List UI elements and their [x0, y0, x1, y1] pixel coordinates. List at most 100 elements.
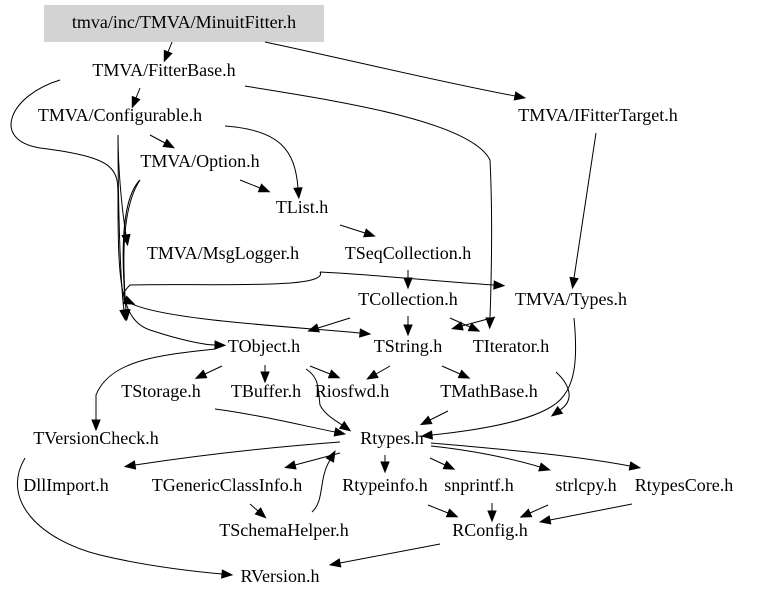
node-rtypeinfo[interactable]: Rtypeinfo.h	[342, 475, 428, 495]
edge-tstring-to-riosfwd	[375, 365, 391, 375]
edge-rconfig-to-rversion-arrowhead	[328, 558, 342, 568]
edge-rtypes-to-strlcpy	[430, 445, 541, 468]
node-ifittertarget[interactable]: TMVA/IFitterTarget.h	[518, 105, 678, 125]
edge-strlcpy-to-rconfig-arrowhead	[519, 508, 533, 518]
edge-option-to-tobject	[123, 179, 141, 311]
edge-msglogger-to-tobject	[122, 271, 321, 301]
node-msglogger[interactable]: TMVA/MsgLogger.h	[147, 243, 299, 263]
edge-tschemahelper-to-rtypes	[311, 459, 331, 513]
node-titerator[interactable]: TIterator.h	[473, 336, 549, 356]
edge-types-to-rtypes	[431, 317, 577, 436]
node-tobject[interactable]: TObject.h	[228, 336, 300, 356]
edge-configurable-to-tlist-arrowhead	[293, 187, 303, 200]
edge-option-to-tobject-arrowhead	[121, 309, 131, 322]
node-rtypes[interactable]: Rtypes.h	[360, 428, 424, 448]
edge-rtypes-to-snprintf-arrowhead	[442, 460, 456, 470]
edge-tseqcollection-to-tcollection-arrowhead	[403, 277, 413, 290]
edge-tcollection-to-titerator-arrowhead	[467, 322, 481, 332]
edge-types-to-titerator-arrowhead	[451, 321, 464, 331]
node-rtypescore[interactable]: RtypesCore.h	[635, 475, 734, 495]
edge-tstring-to-tmathbase	[441, 365, 461, 375]
edge-rtypes-to-rtypeinfo-arrowhead	[380, 461, 390, 474]
edge-tobject-to-tbuffer-arrowhead	[260, 371, 270, 384]
edge-tschemahelper-to-rtypes-arrowhead	[325, 450, 336, 463]
edge-fitterbase-to-configurable-arrowhead	[131, 95, 141, 109]
node-root[interactable]: tmva/inc/TMVA/MinuitFitter.h	[72, 12, 296, 32]
edge-tmathbase-to-rtypes	[429, 410, 449, 421]
edge-tcollection-to-tobject-arrowhead	[307, 323, 320, 333]
edge-fitterbase-to-tobject	[10, 79, 216, 346]
node-tversioncheck[interactable]: TVersionCheck.h	[33, 428, 158, 448]
edge-tversioncheck-to-rversion	[17, 457, 223, 575]
edge-tcollection-to-tobject	[317, 317, 351, 329]
edge-rconfig-to-rversion	[339, 543, 441, 564]
edge-snprintf-to-rconfig-arrowhead	[487, 510, 497, 523]
edge-tobject-to-tversioncheck-arrowhead	[91, 419, 101, 432]
edge-rtypes-to-dllimport	[134, 441, 341, 466]
node-option[interactable]: TMVA/Option.h	[140, 151, 259, 171]
edge-tobject-to-rtypes	[305, 368, 343, 426]
node-tbuffer[interactable]: TBuffer.h	[231, 381, 301, 401]
edge-fitterbase-to-tobject-arrowhead	[214, 340, 227, 350]
node-fitterbase[interactable]: TMVA/FitterBase.h	[92, 60, 235, 80]
node-tstorage[interactable]: TStorage.h	[121, 381, 200, 401]
edge-root-to-fitterbase-arrowhead	[163, 49, 173, 63]
edge-tobject-to-riosfwd	[309, 365, 331, 375]
edge-tobject-to-tstorage-arrowhead	[194, 369, 208, 379]
edge-option-to-tlist	[239, 179, 261, 189]
edge-rtypescore-to-rconfig-arrowhead	[538, 515, 552, 525]
edge-tstring-to-riosfwd-arrowhead	[366, 369, 379, 380]
edge-tversioncheck-to-rversion-arrowhead	[221, 569, 234, 579]
edge-fitterbase-to-configurable	[135, 87, 141, 99]
edge-fitterbase-to-titerator	[244, 85, 492, 319]
edge-rtypes-to-rtypescore-arrowhead	[628, 461, 642, 471]
edge-rtypes-to-dllimport-arrowhead	[123, 460, 137, 470]
node-tgenericclassinfo[interactable]: TGenericClassInfo.h	[152, 475, 302, 495]
edge-configurable-to-tlist	[224, 125, 299, 189]
edge-tlist-to-tseqcollection-arrowhead	[363, 228, 376, 238]
node-rconfig[interactable]: RConfig.h	[452, 520, 528, 540]
node-strlcpy[interactable]: strlcpy.h	[555, 475, 616, 495]
edge-titerator-to-rtypes	[555, 371, 570, 411]
node-tmathbase[interactable]: TMathBase.h	[440, 381, 537, 401]
node-dllimport[interactable]: DllImport.h	[23, 475, 109, 495]
edge-tstorage-to-rtypes	[214, 408, 336, 433]
edge-tobject-to-riosfwd-arrowhead	[327, 369, 341, 379]
node-configurable[interactable]: TMVA/Configurable.h	[38, 105, 202, 125]
edge-root-to-ifittertarget-arrowhead	[513, 91, 527, 101]
node-tseqcollection[interactable]: TSeqCollection.h	[345, 243, 471, 263]
edge-tgenericclassinfo-to-tschemahelper-arrowhead	[254, 507, 267, 519]
edge-tmathbase-to-rtypes-arrowhead	[419, 415, 433, 426]
edge-ifittertarget-to-types-arrowhead	[569, 276, 579, 290]
edge-rtypeinfo-to-rconfig	[427, 504, 449, 514]
edge-configurable-to-option-arrowhead	[162, 138, 176, 149]
edge-tcollection-to-tstring-arrowhead	[403, 324, 413, 337]
node-tcollection[interactable]: TCollection.h	[358, 289, 457, 309]
edge-msglogger-to-types-arrowhead	[493, 280, 506, 290]
edge-ifittertarget-to-types	[573, 132, 597, 279]
node-riosfwd[interactable]: Riosfwd.h	[315, 381, 390, 401]
node-tschemahelper[interactable]: TSchemaHelper.h	[219, 520, 348, 540]
edge-strlcpy-to-rconfig	[529, 504, 549, 514]
edge-tstring-to-tmathbase-arrowhead	[457, 369, 471, 379]
edge-rtypescore-to-rconfig	[549, 503, 633, 521]
edge-tobject-to-tversioncheck	[95, 348, 216, 420]
node-snprintf[interactable]: snprintf.h	[444, 475, 514, 495]
edge-titerator-to-rtypes-arrowhead	[550, 405, 564, 417]
edge-rtypeinfo-to-rconfig-arrowhead	[445, 508, 459, 518]
edge-tobject-to-tstorage	[204, 365, 223, 375]
edge-rtypes-to-rtypescore	[430, 442, 631, 467]
edge-root-to-ifittertarget	[264, 41, 516, 97]
node-rversion[interactable]: RVersion.h	[240, 566, 319, 586]
edge-rtypes-to-tgenericclassinfo-arrowhead	[284, 460, 297, 470]
node-tstring[interactable]: TString.h	[374, 336, 443, 356]
edge-tobject-to-rtypes-arrowhead	[338, 420, 352, 432]
edge-option-to-tstring-arrowhead	[359, 328, 372, 338]
edge-rtypes-to-snprintf	[429, 457, 446, 466]
edge-rtypes-to-strlcpy-arrowhead	[538, 462, 551, 472]
node-types[interactable]: TMVA/Types.h	[515, 289, 627, 309]
node-tlist[interactable]: TList.h	[276, 197, 329, 217]
edge-option-to-tlist-arrowhead	[257, 183, 271, 193]
